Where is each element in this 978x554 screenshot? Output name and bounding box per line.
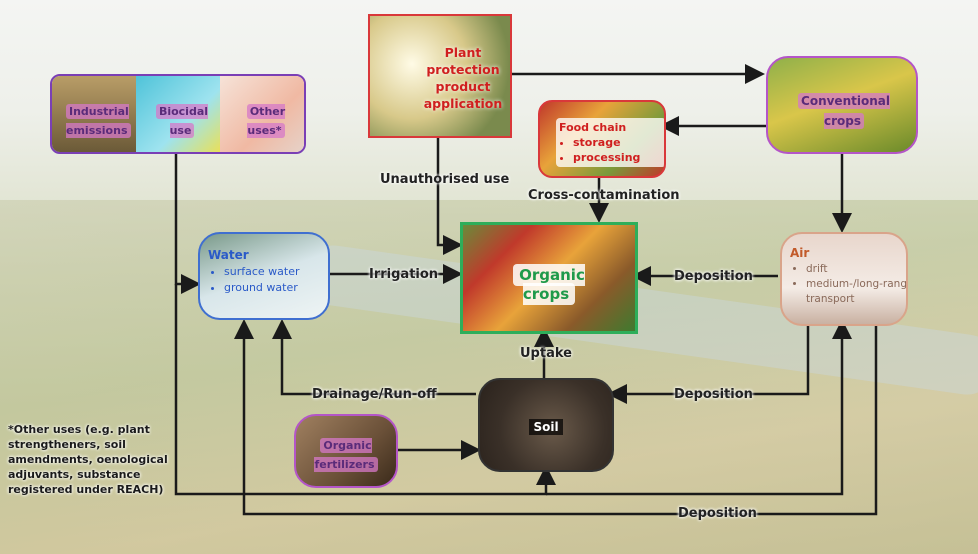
edge-label-irrigation: Irrigation <box>369 267 439 282</box>
other-uses-label: Other uses* <box>246 104 286 138</box>
industrial-emissions-label: Industrial emissions <box>66 104 131 138</box>
sources-panel: Industrial emissions Biocidal use Other … <box>50 74 306 154</box>
soil-label: Soil <box>524 416 568 435</box>
organic-fertilizers-label: Organic fertilizers <box>314 434 378 472</box>
water-list: surface water ground water <box>210 264 300 296</box>
soil-node: Soil <box>478 378 614 472</box>
ppp-application-label: Plant protection product application <box>423 45 503 111</box>
edge-label-drainage: Drainage/Run-off <box>312 387 437 402</box>
edge-label-deposition-air-organic: Deposition <box>674 269 753 284</box>
organic-crops-node: Organic crops <box>460 222 638 334</box>
conventional-crops-node: Conventional crops <box>766 56 918 154</box>
air-item-drift: drift <box>806 262 906 277</box>
other-uses-footnote: *Other uses (e.g. plant strengtheners, s… <box>8 423 168 496</box>
edge-label-deposition-bottom: Deposition <box>678 506 757 521</box>
food-chain-node: Food chain storage processing <box>538 100 666 178</box>
air-list: drift medium-/long-range transport <box>792 262 906 307</box>
food-chain-item-storage: storage <box>573 135 663 150</box>
food-chain-text: Food chain storage processing <box>556 118 664 167</box>
arrow-air-to-water <box>234 319 878 516</box>
conventional-crops-label: Conventional crops <box>794 90 894 130</box>
water-item-surface: surface water <box>224 264 300 280</box>
food-chain-item-processing: processing <box>573 150 663 165</box>
arrow-ppp-to-organic <box>436 138 463 255</box>
organic-fertilizers-node: Organic fertilizers <box>294 414 398 488</box>
organic-crops-label: Organic crops <box>485 264 613 305</box>
food-chain-title: Food chain <box>559 121 627 134</box>
water-title: Water <box>208 248 249 262</box>
arrow-industrial-to-air <box>546 319 852 496</box>
arrow-industrial-to-water <box>174 152 201 294</box>
edge-label-cross-contamination: Cross-contamination <box>528 188 680 203</box>
water-node: Water surface water ground water <box>198 232 330 320</box>
water-item-ground: ground water <box>224 280 300 296</box>
arrow-air-to-soil <box>607 322 810 404</box>
ppp-application-node: Plant protection product application <box>368 14 512 138</box>
air-item-transport: medium-/long-range transport <box>806 277 906 307</box>
edge-label-uptake: Uptake <box>520 346 572 361</box>
edge-label-unauthorised-use: Unauthorised use <box>380 172 510 187</box>
arrow-soil-to-water <box>272 319 476 396</box>
edge-label-deposition-air-soil: Deposition <box>674 387 753 402</box>
air-title: Air <box>790 246 810 260</box>
biocidal-use-label: Biocidal use <box>152 100 212 138</box>
arrow-industrial-to-soil <box>174 284 556 496</box>
air-node: Air drift medium-/long-range transport <box>780 232 908 326</box>
